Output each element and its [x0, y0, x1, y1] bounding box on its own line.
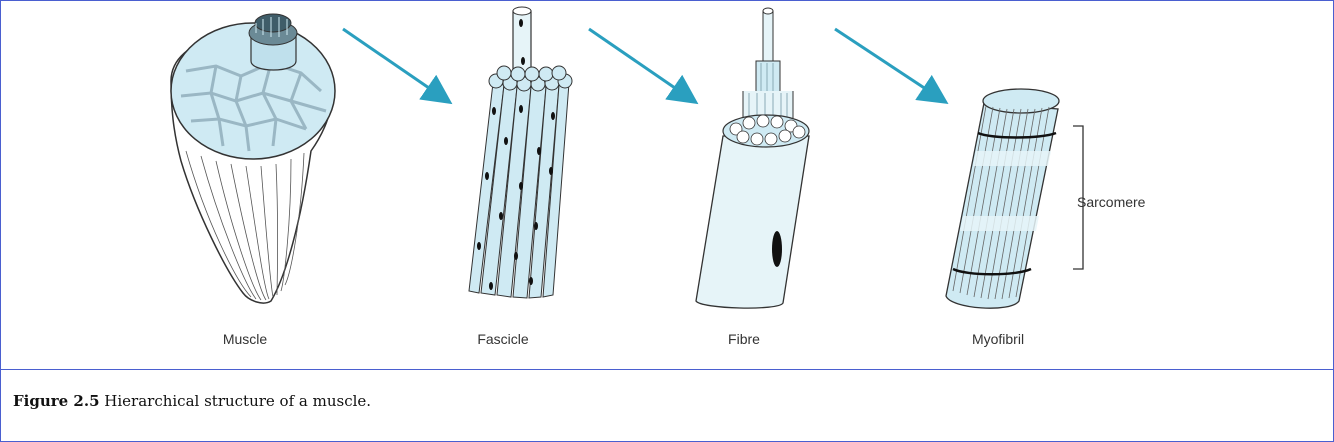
- arrow-muscle-to-fascicle: [342, 27, 453, 105]
- muscle-hierarchy-diagram: [170, 6, 1084, 309]
- sarcomere-bracket: [1073, 125, 1084, 270]
- muscle-illustration: [170, 13, 336, 304]
- arrow-fascicle-to-fibre: [588, 27, 699, 105]
- caption-text: Hierarchical structure of a muscle.: [99, 392, 372, 410]
- diagram-area: Muscle Fascicle Fibre Myofibril Sarcomer…: [1, 1, 1333, 369]
- caption-number: Figure 2.5: [13, 392, 100, 410]
- fibre-illustration: [695, 7, 810, 309]
- myofibril-illustration: [945, 88, 1084, 309]
- fascicle-illustration: [468, 6, 573, 299]
- caption-divider: [1, 369, 1333, 370]
- label-fibre: Fibre: [728, 331, 760, 347]
- label-sarcomere: Sarcomere: [1077, 194, 1146, 210]
- arrow-fibre-to-myofibril: [834, 27, 949, 104]
- label-fascicle: Fascicle: [477, 331, 529, 347]
- label-muscle: Muscle: [222, 331, 268, 347]
- figure-caption: Figure 2.5 Hierarchical structure of a m…: [13, 392, 371, 410]
- label-myofibril: Myofibril: [971, 331, 1025, 347]
